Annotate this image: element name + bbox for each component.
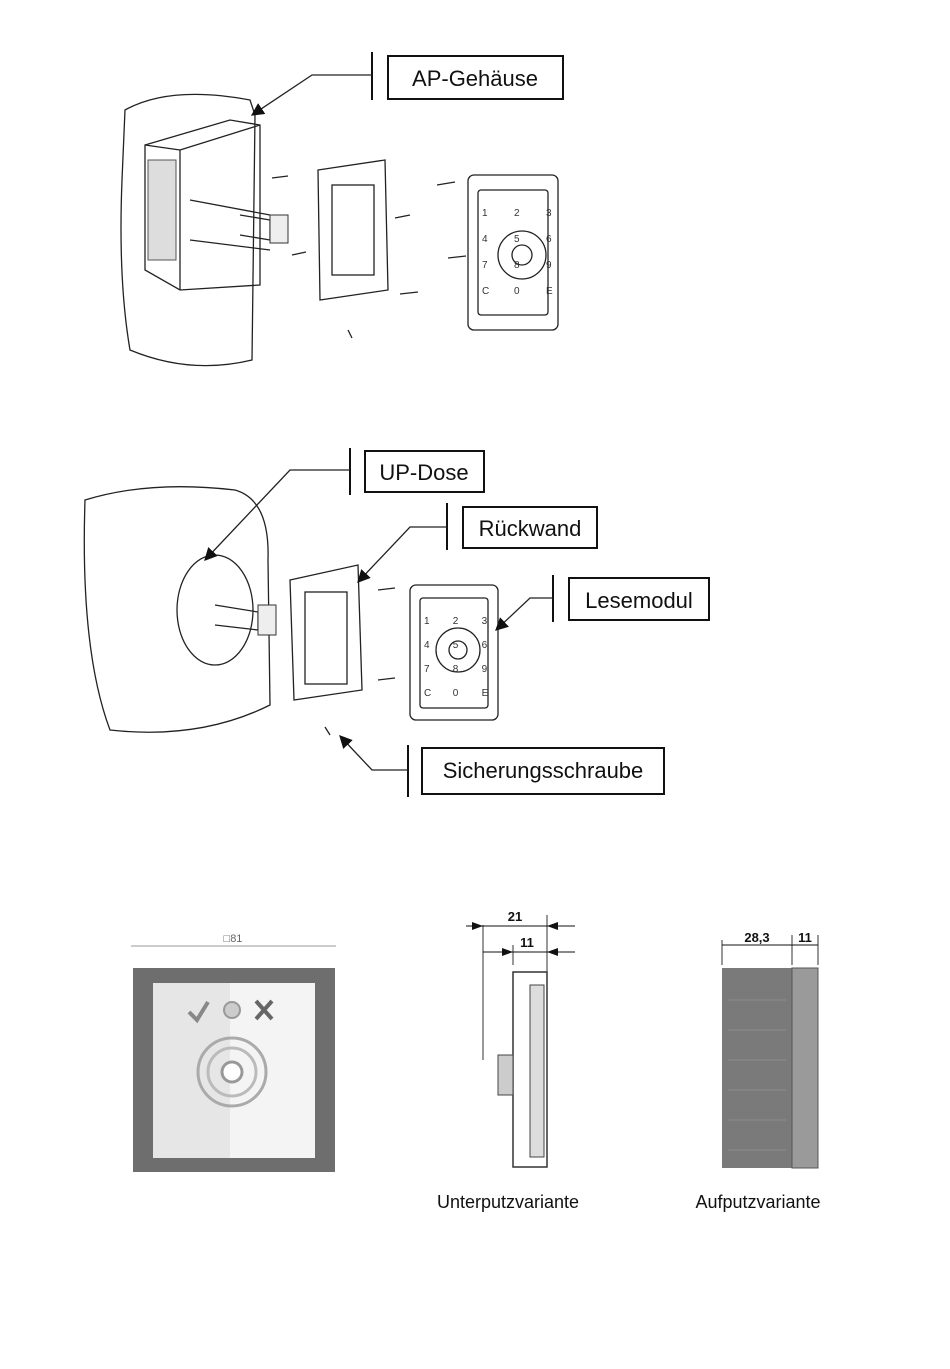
- wall: [121, 94, 255, 365]
- surface-side-view: 28,3 11: [722, 930, 818, 1168]
- label-up-box: UP-Dose: [379, 460, 468, 485]
- back-plate-drawing: [318, 160, 388, 300]
- label-locking-screw: Sicherungsschraube: [443, 758, 644, 783]
- label-back-wall: Rückwand: [479, 516, 582, 541]
- keypad-top-key: 1: [482, 208, 488, 219]
- screws: [272, 176, 466, 338]
- keypad-top-key: 4: [482, 234, 488, 245]
- keypad-top-key: 5: [514, 234, 520, 245]
- keypad-middle-key: 1: [424, 616, 430, 627]
- keypad-middle-key: E: [482, 688, 489, 699]
- back-plate-drawing: [290, 565, 362, 700]
- keypad-top-key: 0: [514, 286, 520, 297]
- reader-module-drawing: [410, 585, 498, 720]
- dim-front-size: □81: [224, 933, 243, 945]
- dim-flush-module: 11: [520, 935, 534, 950]
- keypad-middle-key: 8: [453, 664, 459, 675]
- keypad-middle-key: 7: [424, 664, 430, 675]
- callout-locking-screw: Sicherungsschraube: [340, 736, 664, 797]
- connector-cable: [240, 215, 288, 243]
- connector-cable: [215, 605, 276, 635]
- keypad-top-key: 3: [546, 208, 552, 219]
- keypad-top-key: 8: [514, 260, 520, 271]
- caption-flush-variant: Unterputzvariante: [437, 1192, 579, 1212]
- callout-up-box: UP-Dose: [205, 448, 484, 560]
- keypad-top-key: 6: [546, 234, 552, 245]
- dim-flush-total: 21: [508, 909, 522, 924]
- flush-side-view: 21 11: [466, 909, 575, 1167]
- dim-surface-housing: 28,3: [744, 930, 769, 945]
- callout-ap-housing: AP-Gehäuse: [252, 52, 563, 115]
- keypad-top-key: E: [546, 286, 553, 297]
- label-ap-housing: AP-Gehäuse: [412, 66, 538, 91]
- keypad-middle-key: 6: [482, 640, 488, 651]
- reader-module-drawing: [468, 175, 558, 330]
- keypad-middle-key: 0: [453, 688, 459, 699]
- keypad-middle-key: 4: [424, 640, 430, 651]
- keypad-middle-key: 5: [453, 640, 459, 651]
- keypad-middle-key: 2: [453, 616, 459, 627]
- callout-reader-module: Lesemodul: [496, 575, 709, 630]
- caption-surface-variant: Aufputzvariante: [695, 1192, 820, 1212]
- surface-mount-assembly: [121, 94, 558, 365]
- status-led: [224, 1002, 240, 1018]
- keypad-top-key: 2: [514, 208, 520, 219]
- front-view: □81: [131, 933, 336, 1172]
- ap-housing-drawing: [145, 120, 270, 290]
- callout-back-wall: Rückwand: [358, 503, 597, 582]
- up-box-opening: [177, 555, 253, 665]
- label-reader-module: Lesemodul: [585, 588, 693, 613]
- keypad-middle-key: C: [424, 688, 431, 699]
- keypad-middle-key: 3: [482, 616, 488, 627]
- keypad-middle-key: 9: [482, 664, 488, 675]
- flush-mount-assembly: [84, 487, 498, 735]
- keypad-top-key: C: [482, 286, 489, 297]
- dim-surface-module: 11: [798, 930, 812, 945]
- keypad-top-key: 9: [546, 260, 552, 271]
- keypad-top-key: 7: [482, 260, 488, 271]
